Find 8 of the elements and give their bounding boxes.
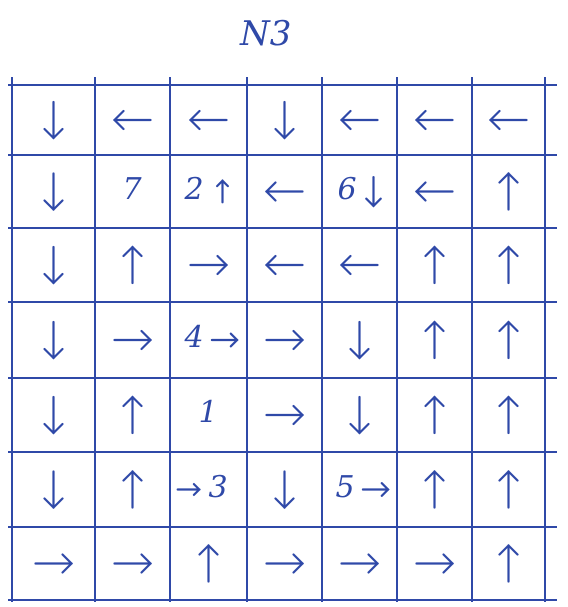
cell-number: 6 (338, 172, 357, 206)
cell-number: 5 (336, 470, 355, 504)
cell-number: 7 (122, 172, 142, 206)
cell-number: 1 (198, 395, 218, 430)
cell-number: 4 (184, 320, 204, 355)
cell-number: 2 (184, 172, 204, 206)
diagram-title: N3 (240, 14, 292, 54)
cell-number: 3 (208, 470, 228, 504)
